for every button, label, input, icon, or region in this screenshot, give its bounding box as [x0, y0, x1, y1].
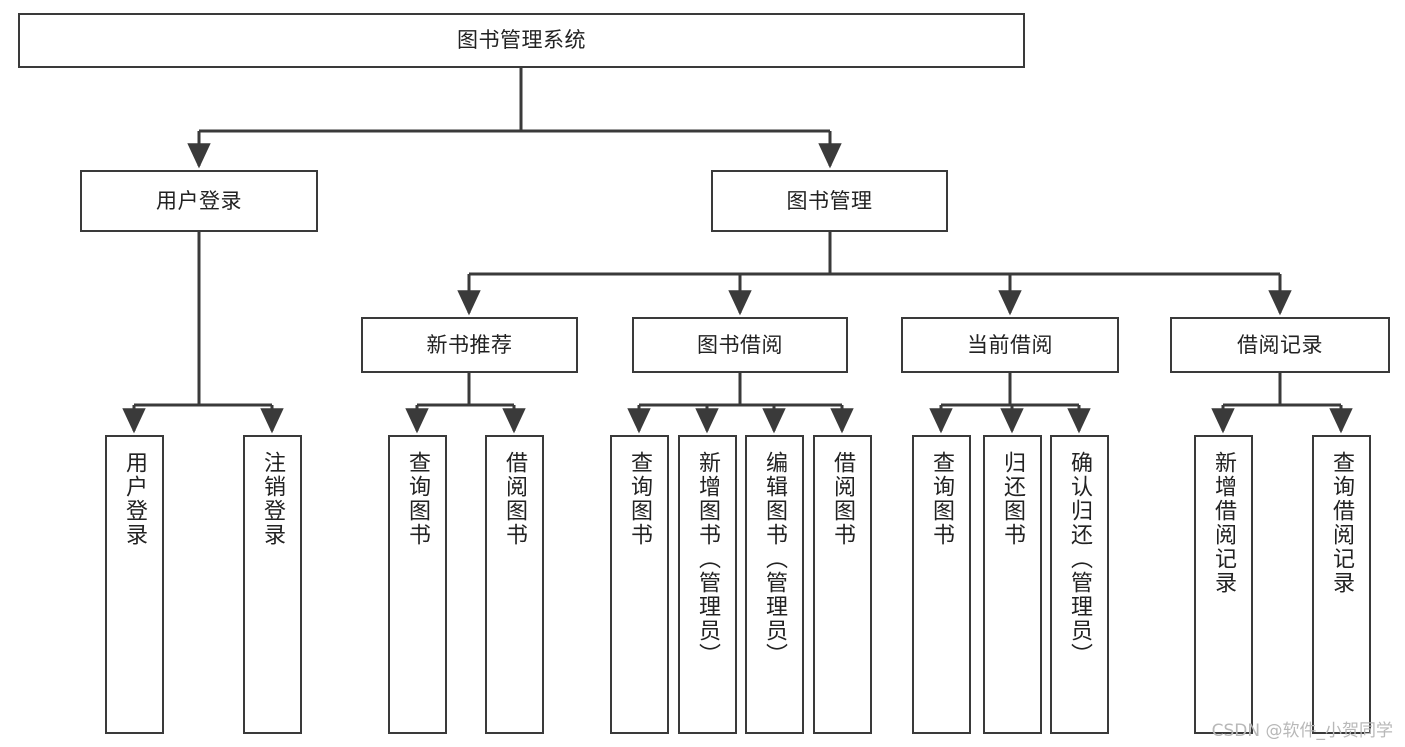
node-label: 借阅记录 — [1237, 332, 1323, 357]
node-new-book-recommend[interactable]: 新书推荐 — [361, 317, 578, 373]
node-leaf-borrow-book-recommend[interactable]: 借阅图书 — [485, 435, 544, 734]
node-leaf-logout[interactable]: 注销登录 — [243, 435, 302, 734]
node-label: 图书管理系统 — [457, 28, 586, 53]
node-label: 新增借阅记录 — [1211, 451, 1237, 595]
node-book-borrow[interactable]: 图书借阅 — [632, 317, 848, 373]
node-leaf-return-book[interactable]: 归还图书 — [983, 435, 1042, 734]
node-leaf-user-login[interactable]: 用户登录 — [105, 435, 164, 734]
node-label: 注销登录 — [260, 451, 286, 547]
node-book-management[interactable]: 图书管理 — [711, 170, 948, 232]
node-label: 图书借阅 — [697, 332, 783, 357]
node-label: 用户登录 — [156, 188, 242, 213]
node-leaf-query-book-borrow[interactable]: 查询图书 — [610, 435, 669, 734]
node-label: 借阅图书 — [830, 451, 856, 547]
node-leaf-add-borrow-record[interactable]: 新增借阅记录 — [1194, 435, 1253, 734]
node-label: 查询图书 — [929, 451, 955, 547]
node-leaf-query-book-current[interactable]: 查询图书 — [912, 435, 971, 734]
node-borrow-record[interactable]: 借阅记录 — [1170, 317, 1390, 373]
node-label: 编辑图书（管理员） — [762, 451, 788, 667]
node-leaf-add-book[interactable]: 新增图书（管理员） — [678, 435, 737, 734]
node-label: 新书推荐 — [426, 332, 513, 357]
csdn-watermark: CSDN @软件_小贺同学 — [1211, 721, 1393, 741]
node-user-login[interactable]: 用户登录 — [80, 170, 318, 232]
node-leaf-confirm-return[interactable]: 确认归还（管理员） — [1050, 435, 1109, 734]
node-leaf-borrow-book[interactable]: 借阅图书 — [813, 435, 872, 734]
node-label: 查询借阅记录 — [1329, 451, 1355, 595]
node-label: 用户登录 — [122, 451, 148, 547]
node-label: 新增图书（管理员） — [695, 451, 721, 667]
node-label: 确认归还（管理员） — [1067, 451, 1093, 667]
node-label: 查询图书 — [405, 451, 431, 547]
node-current-borrow[interactable]: 当前借阅 — [901, 317, 1119, 373]
node-leaf-query-borrow-record[interactable]: 查询借阅记录 — [1312, 435, 1371, 734]
node-root-system[interactable]: 图书管理系统 — [18, 13, 1025, 68]
node-label: 图书管理 — [786, 188, 873, 213]
node-label: 借阅图书 — [502, 451, 528, 547]
node-label: 当前借阅 — [967, 332, 1053, 357]
node-leaf-query-book-recommend[interactable]: 查询图书 — [388, 435, 447, 734]
node-leaf-edit-book[interactable]: 编辑图书（管理员） — [745, 435, 804, 734]
node-label: 归还图书 — [1000, 451, 1026, 547]
node-label: 查询图书 — [627, 451, 653, 547]
